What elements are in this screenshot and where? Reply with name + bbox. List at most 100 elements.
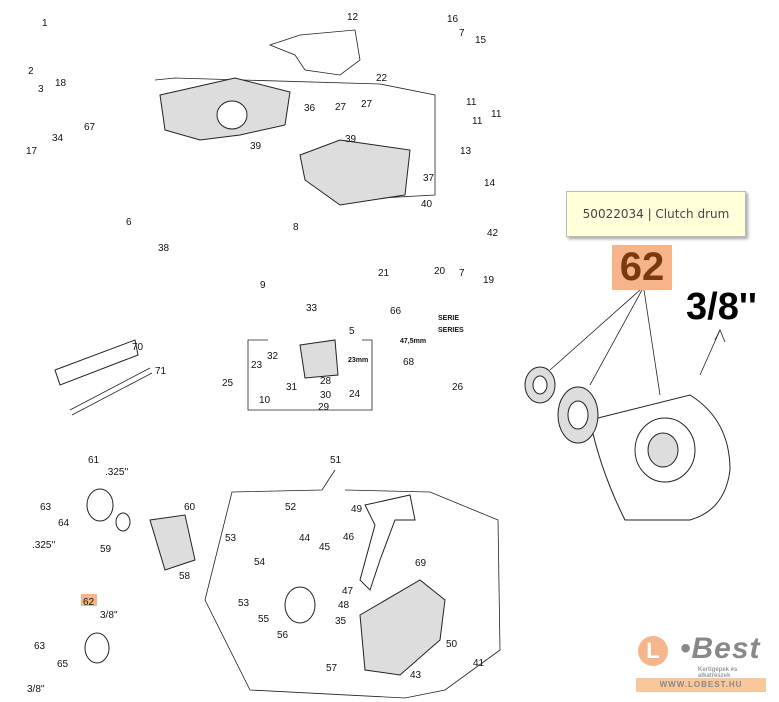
part-label-475mm[interactable]: 47,5mm: [400, 338, 426, 345]
part-label-60[interactable]: 60: [184, 502, 196, 513]
part-label-16[interactable]: 16: [447, 14, 459, 25]
crankcase-bore: [216, 100, 248, 130]
part-label-56[interactable]: 56: [277, 630, 289, 641]
part-label-65[interactable]: 65: [57, 659, 69, 670]
part-label-SERIE[interactable]: SERIE: [438, 315, 459, 322]
part-label-37[interactable]: 37: [423, 173, 435, 184]
part-label-49[interactable]: 49: [351, 504, 363, 515]
part-label-14[interactable]: 14: [484, 178, 496, 189]
part-label-38[interactable]: 38: [158, 243, 170, 254]
selected-part-number[interactable]: 62: [612, 245, 672, 290]
part-label-53[interactable]: 53: [225, 533, 237, 544]
part-label-27[interactable]: 27: [361, 99, 373, 110]
tank-housing-part: [299, 139, 411, 206]
washer-59: [115, 512, 131, 532]
part-label-62[interactable]: 62: [83, 597, 95, 608]
part-label-50[interactable]: 50: [446, 639, 458, 650]
part-label-59[interactable]: 59: [100, 544, 112, 555]
part-label-58[interactable]: 58: [179, 571, 191, 582]
guide-bar-part: [54, 339, 139, 386]
part-label-63[interactable]: 63: [40, 502, 52, 513]
part-label-41[interactable]: 41: [473, 658, 485, 669]
part-label-24[interactable]: 24: [349, 389, 361, 400]
part-label-19[interactable]: 19: [483, 275, 495, 286]
part-label-39[interactable]: 39: [250, 141, 262, 152]
part-label-48[interactable]: 48: [338, 600, 350, 611]
part-label-70[interactable]: 70: [132, 342, 144, 353]
part-label-34[interactable]: 34: [52, 133, 64, 144]
part-label-64[interactable]: 64: [58, 518, 70, 529]
part-label-29[interactable]: 29: [318, 402, 330, 413]
part-label-46[interactable]: 46: [343, 532, 355, 543]
part-label-27[interactable]: 27: [335, 102, 347, 113]
starter-part: [149, 514, 196, 571]
part-label-68[interactable]: 68: [403, 357, 415, 368]
part-label-11[interactable]: 11: [491, 109, 502, 120]
part-tooltip: 50022034 | Clutch drum: [566, 191, 746, 237]
part-label-10[interactable]: 10: [259, 395, 271, 406]
lobest-logo: L •Best Kertigépek és alkatrészek WWW.LO…: [636, 632, 766, 694]
side-cover-part: [359, 579, 446, 676]
part-label-23[interactable]: 23: [251, 360, 263, 371]
part-label-11[interactable]: 11: [466, 97, 477, 108]
part-label-71[interactable]: 71: [155, 366, 167, 377]
saw-chain-part: [69, 367, 153, 416]
part-label-7[interactable]: 7: [459, 268, 465, 279]
clutch-drum-38-small: [84, 632, 110, 664]
part-label-21[interactable]: 21: [378, 268, 390, 279]
part-label-63[interactable]: 63: [34, 641, 46, 652]
part-label-44[interactable]: 44: [299, 533, 311, 544]
part-label-17[interactable]: 17: [26, 146, 38, 157]
part-label-43[interactable]: 43: [410, 670, 422, 681]
part-label-2[interactable]: 2: [28, 66, 34, 77]
part-label-38[interactable]: 3/8'': [100, 610, 118, 621]
part-label-9[interactable]: 9: [260, 280, 266, 291]
part-label-11[interactable]: 11: [472, 116, 483, 127]
part-label-57[interactable]: 57: [326, 663, 338, 674]
part-label-42[interactable]: 42: [487, 228, 499, 239]
part-label-22[interactable]: 22: [376, 73, 388, 84]
part-label-66[interactable]: 66: [390, 306, 402, 317]
part-label-13[interactable]: 13: [460, 146, 472, 157]
part-label-38[interactable]: 3/8'': [27, 684, 45, 695]
part-label-32[interactable]: 32: [267, 351, 279, 362]
part-label-39[interactable]: 39: [345, 134, 357, 145]
part-label-33[interactable]: 33: [306, 303, 318, 314]
part-label-55[interactable]: 55: [258, 614, 270, 625]
part-label-25[interactable]: 25: [222, 378, 234, 389]
part-label-23mm[interactable]: 23mm: [348, 357, 368, 364]
part-label-53[interactable]: 53: [238, 598, 250, 609]
part-label-45[interactable]: 45: [319, 542, 331, 553]
part-label-7[interactable]: 7: [459, 28, 465, 39]
part-label-6[interactable]: 6: [126, 217, 132, 228]
part-label-31[interactable]: 31: [286, 382, 298, 393]
part-label-325[interactable]: .325'': [105, 467, 128, 478]
part-label-61[interactable]: 61: [88, 455, 100, 466]
logo-tagline: Kertigépek és alkatrészek: [698, 667, 738, 679]
part-label-69[interactable]: 69: [415, 558, 427, 569]
part-label-54[interactable]: 54: [254, 557, 266, 568]
part-label-26[interactable]: 26: [452, 382, 464, 393]
chain-brake-handle-part: [359, 494, 416, 591]
part-label-51[interactable]: 51: [330, 455, 342, 466]
part-label-36[interactable]: 36: [304, 103, 316, 114]
group-25-outline: [247, 339, 373, 411]
part-label-28[interactable]: 28: [320, 376, 332, 387]
part-label-40[interactable]: 40: [421, 199, 433, 210]
part-label-8[interactable]: 8: [293, 222, 299, 233]
part-label-5[interactable]: 5: [349, 326, 355, 337]
part-label-30[interactable]: 30: [320, 390, 332, 401]
part-label-52[interactable]: 52: [285, 502, 297, 513]
part-label-35[interactable]: 35: [335, 616, 347, 627]
part-label-SERIES[interactable]: SERIES: [438, 327, 464, 334]
part-label-15[interactable]: 15: [475, 35, 487, 46]
part-label-20[interactable]: 20: [434, 266, 446, 277]
part-label-12[interactable]: 12: [347, 12, 359, 23]
part-label-47[interactable]: 47: [342, 586, 354, 597]
part-label-1[interactable]: 1: [42, 18, 48, 29]
part-label-3[interactable]: 3: [38, 84, 44, 95]
part-label-18[interactable]: 18: [55, 78, 67, 89]
part-label-67[interactable]: 67: [84, 122, 96, 133]
clutch-drum-325-small: [86, 488, 114, 522]
part-label-325[interactable]: .325'': [32, 540, 55, 551]
